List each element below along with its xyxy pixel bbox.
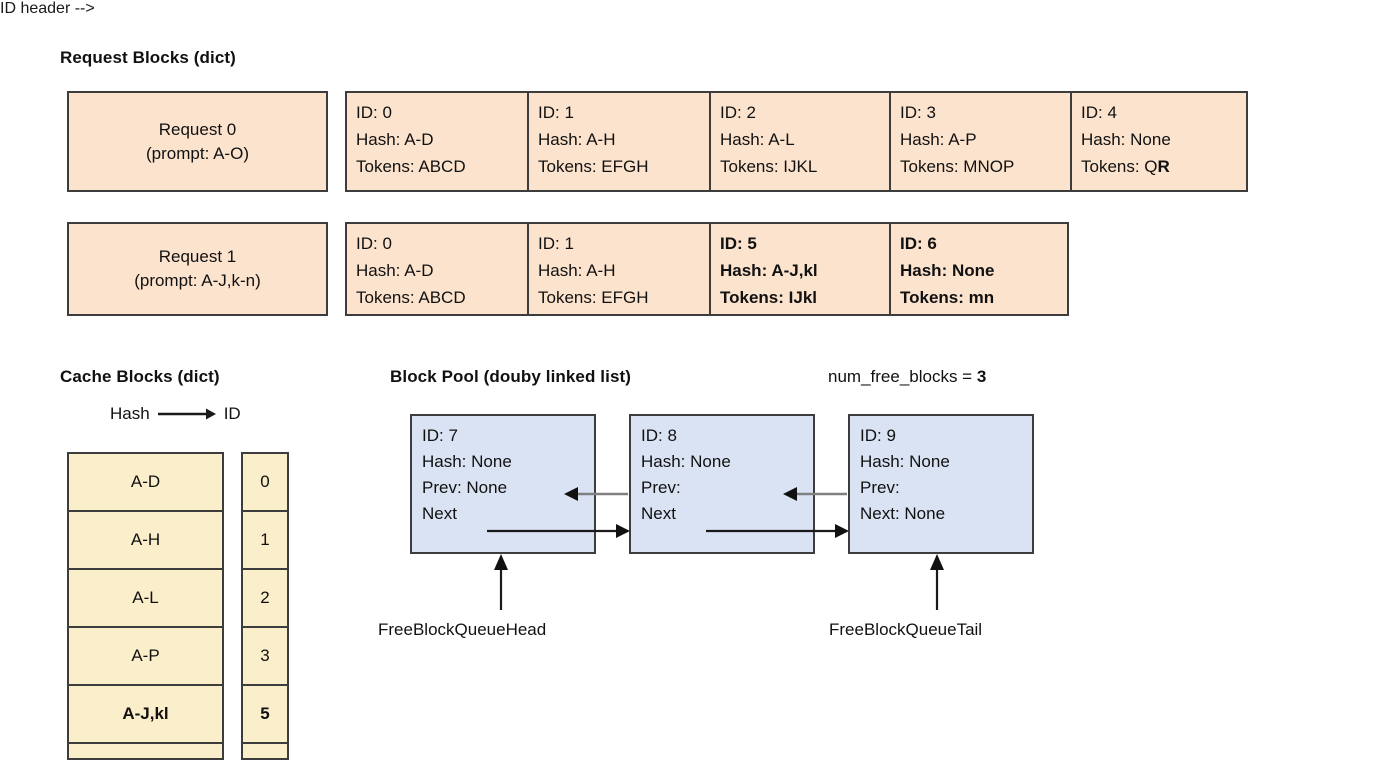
free-block-queue-tail-label: FreeBlockQueueTail	[829, 620, 983, 639]
num-free-blocks-value: 3	[976, 367, 987, 386]
block-id: ID: 4	[1081, 103, 1117, 122]
block-hash: Hash: A-P	[900, 130, 977, 149]
cache-hash-header: Hash	[110, 404, 150, 423]
cache-id-filler	[243, 744, 287, 758]
cache-hash-cell: A-D	[69, 454, 222, 512]
cache-table-header: Hash ID	[110, 404, 241, 424]
block-tokens-text: Tokens: Q	[1081, 157, 1158, 176]
block-tokens: Tokens: MNOP	[900, 157, 1015, 176]
request-0-prompt: (prompt: A-O)	[146, 143, 249, 163]
request-1-block-2: ID: 5 Hash: A-J,kl Tokens: IJkl	[711, 224, 891, 314]
block-hash: Hash: A-D	[356, 261, 434, 280]
request-0-block-0: ID: 0 Hash: A-D Tokens: ABCD	[347, 93, 529, 190]
block-tokens: Tokens: IJkl	[720, 288, 817, 307]
cache-hash-filler	[69, 744, 222, 758]
pool-block-next: Next: None	[860, 504, 946, 523]
block-pool-title: Block Pool (douby linked list)	[390, 367, 632, 386]
cache-id-cell: 5	[243, 686, 287, 744]
cache-hash-cell: A-L	[69, 570, 222, 628]
cache-id-column: 0 1 2 3 5	[241, 452, 289, 760]
request-1-name: Request 1	[158, 247, 237, 266]
block-hash: Hash: A-J,kl	[720, 261, 818, 280]
block-id: ID: 0	[356, 234, 392, 253]
cache-hash-cell: A-P	[69, 628, 222, 686]
block-id: ID: 0	[356, 103, 392, 122]
pool-block-prev: Prev: None	[422, 478, 508, 497]
request-0-block-2: ID: 2 Hash: A-L Tokens: IJKL	[711, 93, 891, 190]
request-0-label-box: Request 0 (prompt: A-O)	[67, 91, 328, 192]
block-id: ID: 3	[900, 103, 936, 122]
request-1-prompt: (prompt: A-J,k-n)	[134, 271, 261, 290]
request-0-block-4: ID: 4 Hash: None Tokens: QR	[1072, 93, 1246, 190]
block-id: ID: 1	[538, 103, 574, 122]
request-0-block-1: ID: 1 Hash: A-H Tokens: EFGH	[529, 93, 711, 190]
num-free-blocks-label: num_free_blocks =	[828, 367, 977, 386]
pool-block-hash: Hash: None	[422, 452, 512, 471]
request-0-block-3: ID: 3 Hash: A-P Tokens: MNOP	[891, 93, 1072, 190]
request-0-name: Request 0	[158, 119, 237, 139]
block-hash: Hash: A-H	[538, 261, 616, 280]
cache-id-cell: 2	[243, 570, 287, 628]
block-hash: Hash: A-H	[538, 130, 616, 149]
pool-block-prev: Prev:	[641, 478, 681, 497]
pool-block-prev: Prev:	[860, 478, 900, 497]
block-tokens: Tokens: EFGH	[538, 288, 649, 307]
tail-pointer-arrow	[930, 554, 944, 610]
request-0-blocks-strip: ID: 0 Hash: A-D Tokens: ABCD ID: 1 Hash:…	[345, 91, 1248, 192]
block-hash: Hash: None	[1081, 130, 1171, 149]
block-id: ID: 6	[900, 234, 937, 253]
pool-block-next: Next	[422, 504, 457, 523]
cache-blocks-title: Cache Blocks (dict)	[60, 367, 220, 386]
block-hash: Hash: A-L	[720, 130, 795, 149]
block-id: ID: 5	[720, 234, 757, 253]
block-id: ID: 1	[538, 234, 574, 253]
block-hash: Hash: A-D	[356, 130, 434, 149]
pool-block-hash: Hash: None	[860, 452, 950, 471]
free-block-queue-head-label: FreeBlockQueueHead	[378, 620, 547, 639]
pool-block-id: ID: 8	[641, 426, 677, 445]
block-tokens: Tokens: EFGH	[538, 157, 649, 176]
right-arrow-icon	[157, 407, 216, 421]
request-1-blocks-strip: ID: 0 Hash: A-D Tokens: ABCD ID: 1 Hash:…	[345, 222, 1069, 316]
head-pointer-arrow	[494, 554, 508, 610]
cache-id-header: ID	[223, 404, 241, 423]
cache-hash-cell: A-J,kl	[69, 686, 222, 744]
request-1-block-1: ID: 1 Hash: A-H Tokens: EFGH	[529, 224, 711, 314]
block-tokens: Tokens: ABCD	[356, 157, 466, 176]
block-tokens: Tokens: ABCD	[356, 288, 466, 307]
cache-id-cell: 0	[243, 454, 287, 512]
pool-block-9: ID: 9 Hash: None Prev: Next: None	[848, 414, 1034, 554]
block-tokens: Tokens: QR	[1081, 153, 1246, 180]
pool-block-id: ID: 7	[422, 426, 458, 445]
num-free-blocks: num_free_blocks = 3	[828, 367, 986, 387]
cache-hash-cell: A-H	[69, 512, 222, 570]
block-tokens-suffix: R	[1157, 157, 1170, 176]
cache-id-cell: 3	[243, 628, 287, 686]
block-tokens: Tokens: mn	[900, 288, 995, 307]
pool-block-id: ID: 9	[860, 426, 896, 445]
pool-block-next: Next	[641, 504, 676, 523]
pool-block-hash: Hash: None	[641, 452, 731, 471]
cache-id-cell: 1	[243, 512, 287, 570]
block-tokens: Tokens: IJKL	[720, 157, 818, 176]
request-1-block-0: ID: 0 Hash: A-D Tokens: ABCD	[347, 224, 529, 314]
request-blocks-title: Request Blocks (dict)	[60, 48, 236, 67]
block-hash: Hash: None	[900, 261, 995, 280]
request-1-label-box: Request 1 (prompt: A-J,k-n)	[67, 222, 328, 316]
pool-block-7: ID: 7 Hash: None Prev: None Next	[410, 414, 596, 554]
block-id: ID: 2	[720, 103, 756, 122]
request-1-block-3: ID: 6 Hash: None Tokens: mn	[891, 224, 1067, 314]
pool-block-8: ID: 8 Hash: None Prev: Next	[629, 414, 815, 554]
cache-hash-column: A-D A-H A-L A-P A-J,kl	[67, 452, 224, 760]
